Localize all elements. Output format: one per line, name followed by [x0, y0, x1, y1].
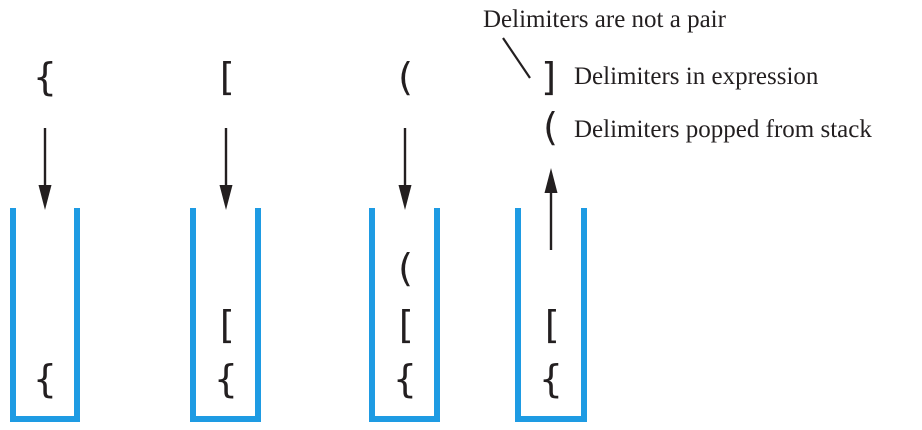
mismatch-pointer-line [502, 37, 531, 79]
stack-2-item-1: { [215, 357, 238, 401]
expression-label: Delimiters in expression [574, 63, 819, 90]
stack-3-push-arrow [398, 128, 412, 210]
stack-2-item-2: [ [215, 303, 238, 347]
stack-1-item-1: { [34, 357, 57, 401]
stack-3-item-3: ( [394, 246, 417, 290]
stack-2: [ { [ [190, 55, 261, 422]
stack-3-arrow-head [398, 185, 412, 210]
stack-1-push-arrow [38, 128, 52, 210]
stack-3-item-2: [ [394, 303, 417, 347]
stack-4-pop-arrow [544, 168, 558, 250]
stack-4-arrow-head [544, 168, 558, 193]
annotations: Delimiters are not a pair ] Delimiters i… [483, 6, 872, 149]
stack-3-incoming-symbol: ( [394, 55, 417, 99]
stack-3: ( { [ ( [369, 55, 440, 422]
stack-1: { { [10, 55, 80, 422]
stack-2-arrow-head [219, 185, 233, 210]
stack-1-container [10, 208, 80, 422]
stack-2-container [190, 208, 261, 422]
stack-1-incoming-symbol: { [34, 55, 57, 99]
mismatch-label: Delimiters are not a pair [483, 6, 727, 33]
stack-4-container [515, 208, 587, 422]
stack-4-item-1: { [540, 357, 563, 401]
popped-symbol: ( [539, 105, 562, 149]
stack-3-container [369, 208, 440, 422]
stack-4: { [ [515, 168, 587, 422]
stack-4-item-2: [ [540, 303, 563, 347]
stack-3-item-1: { [394, 357, 417, 401]
popped-label: Delimiters popped from stack [574, 116, 872, 143]
expression-symbol: ] [539, 55, 562, 99]
stack-2-incoming-symbol: [ [215, 55, 238, 99]
stack-1-arrow-head [38, 185, 52, 210]
stack-2-push-arrow [219, 128, 233, 210]
